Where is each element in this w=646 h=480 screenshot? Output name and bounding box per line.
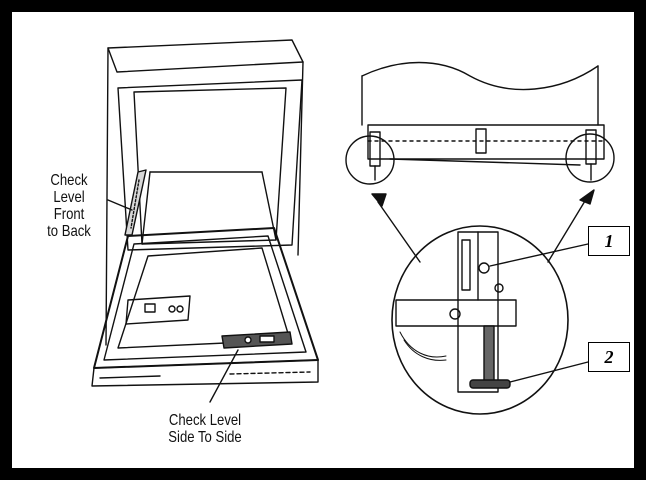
label-front-back: Check Level Front to Back xyxy=(35,172,102,240)
base-rail xyxy=(395,299,517,327)
detail-drawing xyxy=(345,61,615,415)
detergent-dispenser xyxy=(125,295,191,325)
leader-front-back xyxy=(107,199,133,211)
label-line: Check Level xyxy=(168,412,242,429)
cabinet-right-edge xyxy=(297,61,304,256)
tub-underside xyxy=(367,124,605,160)
cabinet-left-edge xyxy=(105,47,109,346)
callout-2-leader xyxy=(509,361,589,383)
dishwasher-drawing xyxy=(91,39,319,403)
label-side-side: Check Level Side To Side xyxy=(144,412,267,446)
callout-1-leader xyxy=(489,243,589,267)
label-line: Front xyxy=(53,206,85,223)
label-line: Side To Side xyxy=(168,429,242,446)
label-line: Level xyxy=(53,189,85,206)
level-tool-front-back xyxy=(124,169,147,236)
leader-side-side xyxy=(209,349,239,403)
callout-2: 2 xyxy=(588,342,630,372)
cabinet-top xyxy=(107,39,304,73)
tub-interior xyxy=(133,87,287,245)
door-rim xyxy=(103,235,307,361)
arrow-left xyxy=(377,201,421,263)
callout-1: 1 xyxy=(588,226,630,256)
label-line: to Back xyxy=(47,223,91,240)
leg-foot xyxy=(469,379,511,389)
level-tool-side-side xyxy=(221,331,293,349)
figure-panel xyxy=(10,10,636,470)
adjust-screw xyxy=(478,262,490,274)
control-panel xyxy=(91,359,319,387)
magnified-view xyxy=(391,225,569,415)
right-foot-circle xyxy=(565,133,615,183)
leveling-leg xyxy=(483,325,495,383)
label-line: Check xyxy=(50,172,88,189)
cutaway-edge xyxy=(361,61,599,91)
tub-frame xyxy=(117,79,303,251)
